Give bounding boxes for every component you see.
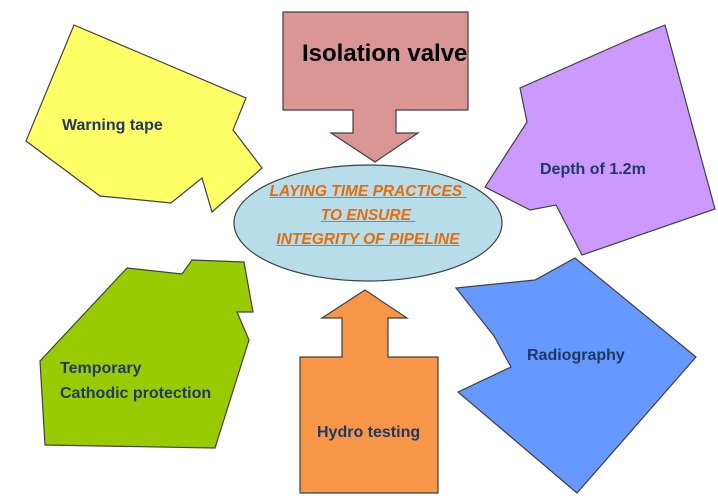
- cathodic-callout: [39, 259, 254, 449]
- center-title: LAYING TIME PRACTICES TO ENSURE INTEGRIT…: [238, 180, 498, 252]
- center-ellipse: [233, 164, 503, 282]
- cathodic-label-line2: Cathodic protection: [60, 385, 212, 402]
- depth-callout: [484, 24, 716, 256]
- cathodic-label-line1: Temporary: [60, 360, 142, 377]
- warning-tape-callout: [25, 24, 263, 214]
- center-line-1: LAYING TIME PRACTICES: [269, 183, 467, 200]
- isolation-valve-label: Isolation valve: [302, 40, 468, 67]
- center-line-2: TO ENSURE: [320, 207, 416, 224]
- hydro-testing-label: Hydro testing: [317, 424, 421, 441]
- isolation-valve-callout: [282, 11, 469, 163]
- center-line-3: INTEGRITY OF PIPELINE: [276, 231, 460, 248]
- depth-label: Depth of 1.2m: [540, 161, 646, 178]
- warning-tape-label: Warning tape: [62, 117, 163, 134]
- radiography-label: Radiography: [527, 347, 625, 364]
- radiography-callout: [454, 257, 697, 494]
- hydro-testing-callout: [299, 289, 439, 494]
